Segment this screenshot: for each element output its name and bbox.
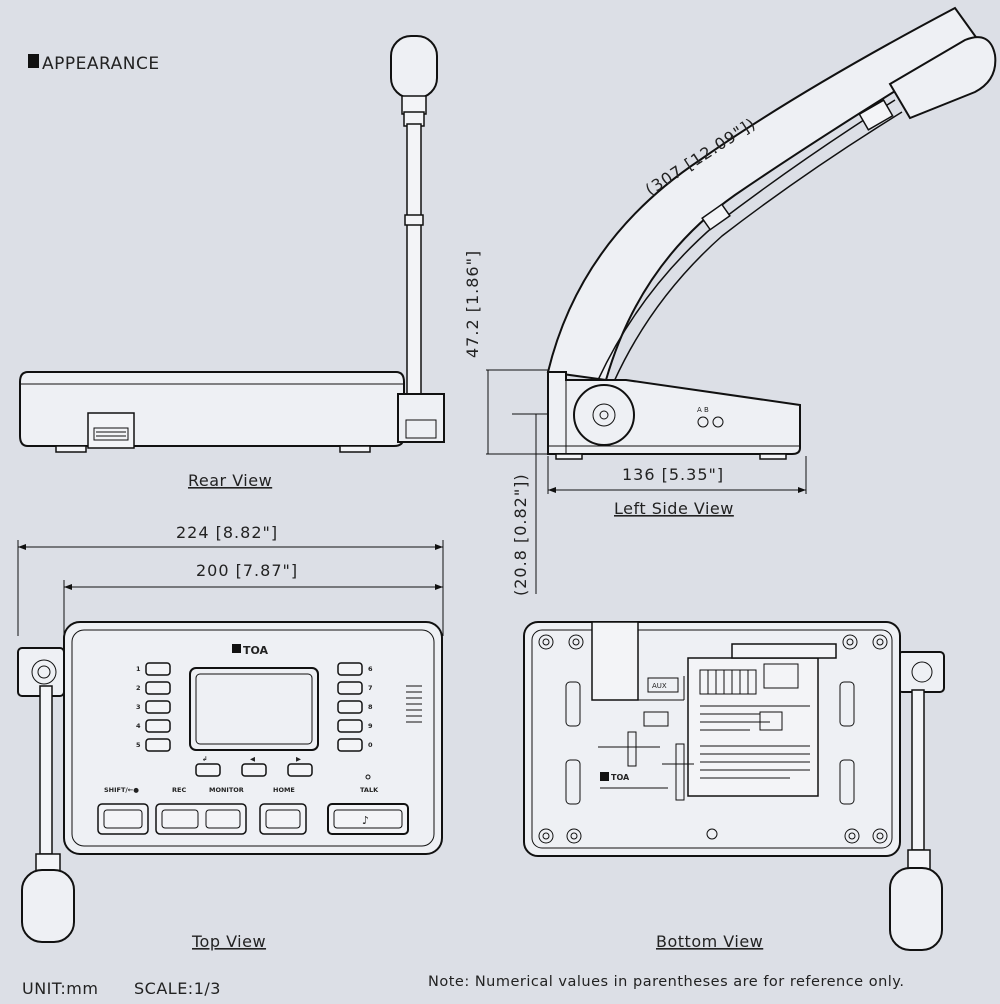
dip-switch-1[interactable] xyxy=(627,731,637,767)
rating-label-plate xyxy=(687,657,819,797)
rear-mic-head xyxy=(390,35,438,99)
nav-back-icon: ↲ xyxy=(202,755,207,763)
rec-label: REC xyxy=(172,786,186,794)
left-side-view: A B xyxy=(486,6,997,594)
bottom-gooseneck xyxy=(911,689,925,851)
overall-width-dimension: 224 [8.82"] xyxy=(176,523,278,542)
key-label-6: 6 xyxy=(368,665,373,673)
svg-text:A B: A B xyxy=(697,406,709,414)
bottom-toa-logo-icon xyxy=(600,772,609,781)
unit-note: UNIT:mm xyxy=(22,979,98,998)
top-lcd-display xyxy=(189,667,319,751)
rec-button[interactable] xyxy=(161,809,199,829)
key-3[interactable] xyxy=(145,700,171,714)
page-title: APPEARANCE xyxy=(42,54,160,74)
side-mic-outline xyxy=(546,6,980,382)
key-label-9: 9 xyxy=(368,722,373,730)
dip-switch-2[interactable] xyxy=(675,743,685,801)
left-keypad: 1 2 3 4 5 xyxy=(136,662,171,752)
wall-slot-left-bottom xyxy=(565,759,581,805)
bottom-brand: TOA xyxy=(611,773,630,782)
monitor-label: MONITOR xyxy=(209,786,244,794)
key-label-8: 8 xyxy=(368,703,373,711)
screw-bottom-right xyxy=(872,828,888,844)
screw-bottom-left xyxy=(538,828,554,844)
side-pivot xyxy=(573,384,635,446)
shift-button[interactable] xyxy=(97,803,149,835)
talk-label: TALK xyxy=(360,786,379,794)
wall-slot-right-bottom xyxy=(839,759,855,805)
key-label-2: 2 xyxy=(136,684,141,692)
monitor-button[interactable] xyxy=(205,809,241,829)
bottom-mic-head xyxy=(889,867,943,951)
nav-right-icon: ▶ xyxy=(296,755,301,763)
key-1[interactable] xyxy=(145,662,171,676)
right-keypad: 6 7 8 9 0 xyxy=(337,662,373,752)
home-label: HOME xyxy=(273,786,295,794)
talk-indicator-led xyxy=(365,774,371,780)
key-9[interactable] xyxy=(337,719,363,733)
key-label-0: 0 xyxy=(368,741,373,749)
key-4[interactable] xyxy=(145,719,171,733)
rear-gooseneck xyxy=(406,123,422,395)
bottom-view-label: Bottom View xyxy=(656,932,763,951)
key-label-7: 7 xyxy=(368,684,373,692)
left-side-view-label: Left Side View xyxy=(614,499,734,518)
foot-height-dimension: (20.8 [0.82"]) xyxy=(511,473,530,596)
home-button[interactable] xyxy=(259,803,307,835)
top-view: TOA 1 2 3 4 5 6 7 8 9 0 xyxy=(17,621,443,943)
scale-note: SCALE:1/3 xyxy=(134,979,221,998)
toa-logo-icon xyxy=(232,644,241,653)
side-mic-head xyxy=(888,36,997,120)
title-bullet-icon xyxy=(28,54,39,68)
top-view-label: Top View xyxy=(191,932,266,951)
rear-mic-mount xyxy=(397,393,445,443)
side-jack-2 xyxy=(712,416,724,428)
rear-view xyxy=(19,35,445,453)
aux-label: AUX xyxy=(652,682,667,690)
key-2[interactable] xyxy=(145,681,171,695)
speaker-grille xyxy=(406,685,422,723)
wall-slot-left-top xyxy=(565,681,581,727)
nav-back-button[interactable] xyxy=(195,763,221,777)
key-label-5: 5 xyxy=(136,741,141,749)
side-jack-1 xyxy=(697,416,709,428)
rear-connector xyxy=(87,412,135,449)
screw-top-right xyxy=(872,634,888,650)
height-dimension: 47.2 [1.86"] xyxy=(463,250,482,358)
nav-left-button[interactable] xyxy=(241,763,267,777)
bottom-view: AUX TOA xyxy=(523,621,945,951)
key-label-4: 4 xyxy=(136,722,141,730)
key-label-3: 3 xyxy=(136,703,141,711)
key-label-1: 1 xyxy=(136,665,141,673)
talk-speaker-icon: ♪ xyxy=(362,814,369,827)
nav-right-button[interactable] xyxy=(287,763,313,777)
width-dimensions xyxy=(17,540,444,636)
key-0[interactable] xyxy=(337,738,363,752)
body-width-dimension: 200 [7.87"] xyxy=(196,561,298,580)
key-7[interactable] xyxy=(337,681,363,695)
key-8[interactable] xyxy=(337,700,363,714)
rec-monitor-button-group xyxy=(155,803,247,835)
rear-body xyxy=(19,371,405,447)
rear-view-label: Rear View xyxy=(188,471,272,490)
top-mic-head xyxy=(21,869,75,943)
depth-dimension: 136 [5.35"] xyxy=(622,465,724,484)
wall-slot-right-top xyxy=(839,681,855,727)
shift-label: SHIFT/←● xyxy=(104,786,139,794)
bottom-mic-mount xyxy=(897,651,945,693)
talk-button[interactable] xyxy=(327,803,409,835)
reference-note: Note: Numerical values in parentheses ar… xyxy=(428,974,904,990)
top-brand: TOA xyxy=(243,644,269,657)
nav-left-icon: ◀ xyxy=(250,755,255,763)
top-gooseneck xyxy=(39,685,53,855)
screw-top-left xyxy=(538,634,554,650)
aux-connector xyxy=(591,621,639,701)
key-6[interactable] xyxy=(337,662,363,676)
terminal-block xyxy=(699,669,757,695)
key-5[interactable] xyxy=(145,738,171,752)
